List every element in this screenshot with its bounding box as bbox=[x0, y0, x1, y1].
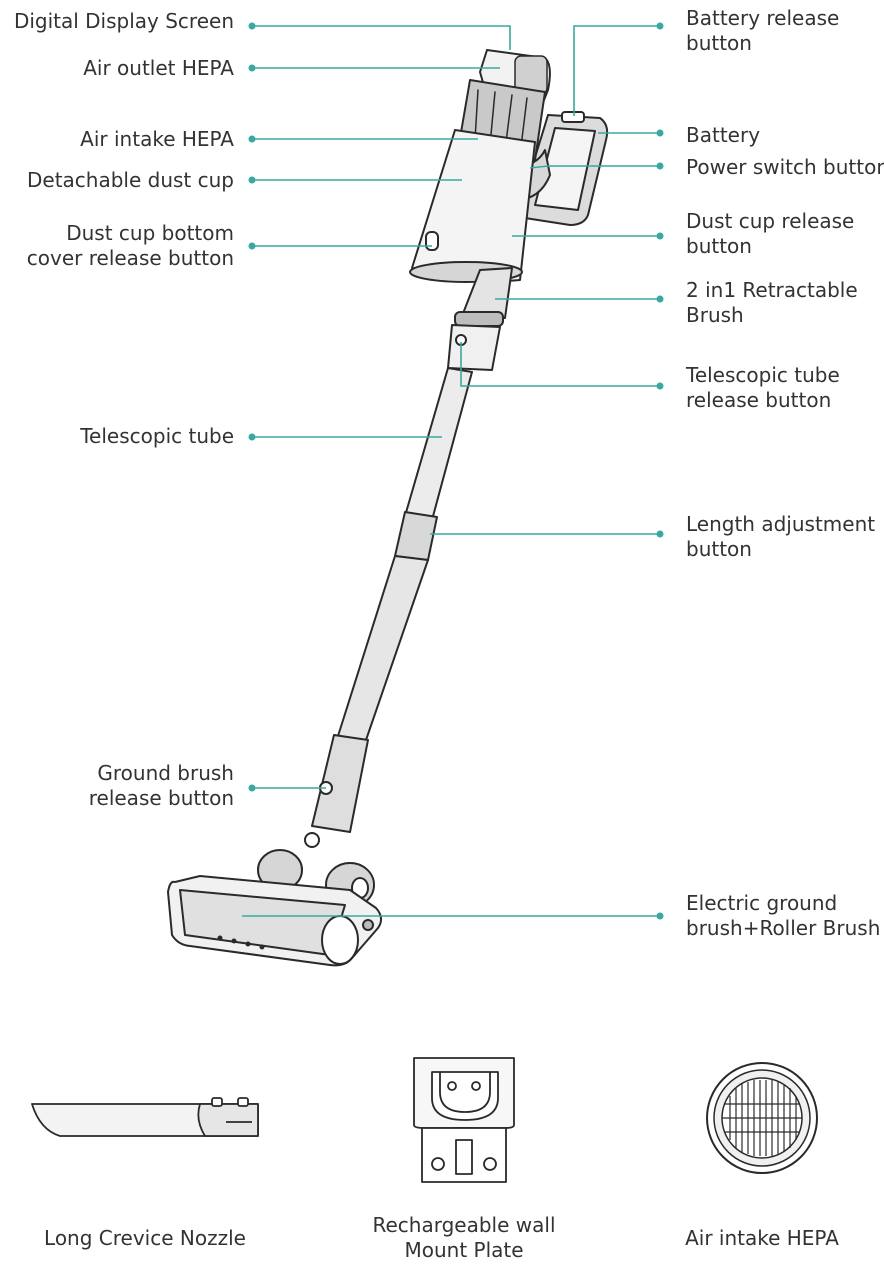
leader-lines-right bbox=[430, 25, 660, 535]
caption-wall-mount-line2: Mount Plate bbox=[404, 1238, 524, 1262]
caption-wall-mount: Rechargeable wall Mount Plate bbox=[339, 1213, 589, 1263]
leader-dots-right bbox=[656, 22, 664, 920]
leader-digital-display bbox=[252, 25, 511, 50]
wall-mount-illustration bbox=[413, 1057, 515, 1183]
label-power-switch: Power switch button bbox=[686, 155, 884, 179]
label-dust-cup-bottom-cover-line2: cover release button bbox=[26, 246, 234, 270]
label-dust-cup-release-line2: button bbox=[686, 234, 752, 258]
caption-wall-mount-line1: Rechargeable wall bbox=[372, 1213, 556, 1237]
label-length-adjustment-line2: button bbox=[686, 537, 752, 561]
label-dust-cup-release: Dust cup release button bbox=[686, 209, 854, 259]
label-ground-brush-release: Ground brush release button bbox=[89, 761, 234, 811]
label-detachable-dust-cup: Detachable dust cup bbox=[26, 168, 234, 192]
label-electric-ground-brush-line2: brush+Roller Brush bbox=[686, 916, 881, 940]
label-telescopic-tube-release: Telescopic tube release button bbox=[686, 363, 840, 413]
label-battery: Battery bbox=[686, 123, 761, 147]
leader-dots-left bbox=[248, 22, 256, 792]
label-digital-display-screen: Digital Display Screen bbox=[13, 9, 234, 33]
label-dust-cup-bottom-cover-line1: Dust cup bottom bbox=[66, 221, 234, 245]
label-dust-cup-release-line1: Dust cup release bbox=[686, 209, 855, 233]
label-length-adjustment: Length adjustment button bbox=[686, 512, 875, 562]
label-electric-ground-brush: Electric ground brush+Roller Brush bbox=[686, 891, 880, 941]
label-length-adjustment-line1: Length adjustment bbox=[686, 512, 876, 536]
label-telescopic-tube-release-line1: Telescopic tube bbox=[686, 363, 840, 387]
leader-lines-left bbox=[242, 25, 660, 917]
label-battery-release-line2: button bbox=[686, 31, 752, 55]
crevice-nozzle-illustration bbox=[31, 1097, 259, 1137]
label-air-intake-hepa: Air intake HEPA bbox=[80, 127, 234, 151]
label-battery-release: Battery release button bbox=[686, 6, 839, 56]
hepa-filter-illustration bbox=[706, 1062, 818, 1174]
label-telescopic-tube: Telescopic tube bbox=[80, 424, 234, 448]
label-electric-ground-brush-line1: Electric ground bbox=[686, 891, 838, 915]
label-retractable-brush-line2: Brush bbox=[686, 303, 744, 327]
label-telescopic-tube-release-line2: release button bbox=[686, 388, 832, 412]
leader-telescopic-release bbox=[460, 342, 660, 387]
leader-power-switch bbox=[529, 165, 660, 169]
label-air-outlet-hepa: Air outlet HEPA bbox=[83, 56, 234, 80]
label-ground-brush-release-line2: release button bbox=[88, 786, 234, 810]
vacuum-illustration bbox=[167, 49, 609, 967]
label-battery-release-line1: Battery release bbox=[686, 6, 840, 30]
label-retractable-brush: 2 in1 Retractable Brush bbox=[686, 278, 858, 328]
label-retractable-brush-line1: 2 in1 Retractable bbox=[686, 278, 858, 302]
leader-battery-release bbox=[573, 25, 660, 116]
caption-air-intake-hepa: Air intake HEPA bbox=[685, 1226, 839, 1250]
label-ground-brush-release-line1: Ground brush bbox=[97, 761, 234, 785]
label-dust-cup-bottom-cover: Dust cup bottom cover release button bbox=[27, 221, 234, 271]
caption-long-crevice-nozzle: Long Crevice Nozzle bbox=[44, 1226, 246, 1250]
